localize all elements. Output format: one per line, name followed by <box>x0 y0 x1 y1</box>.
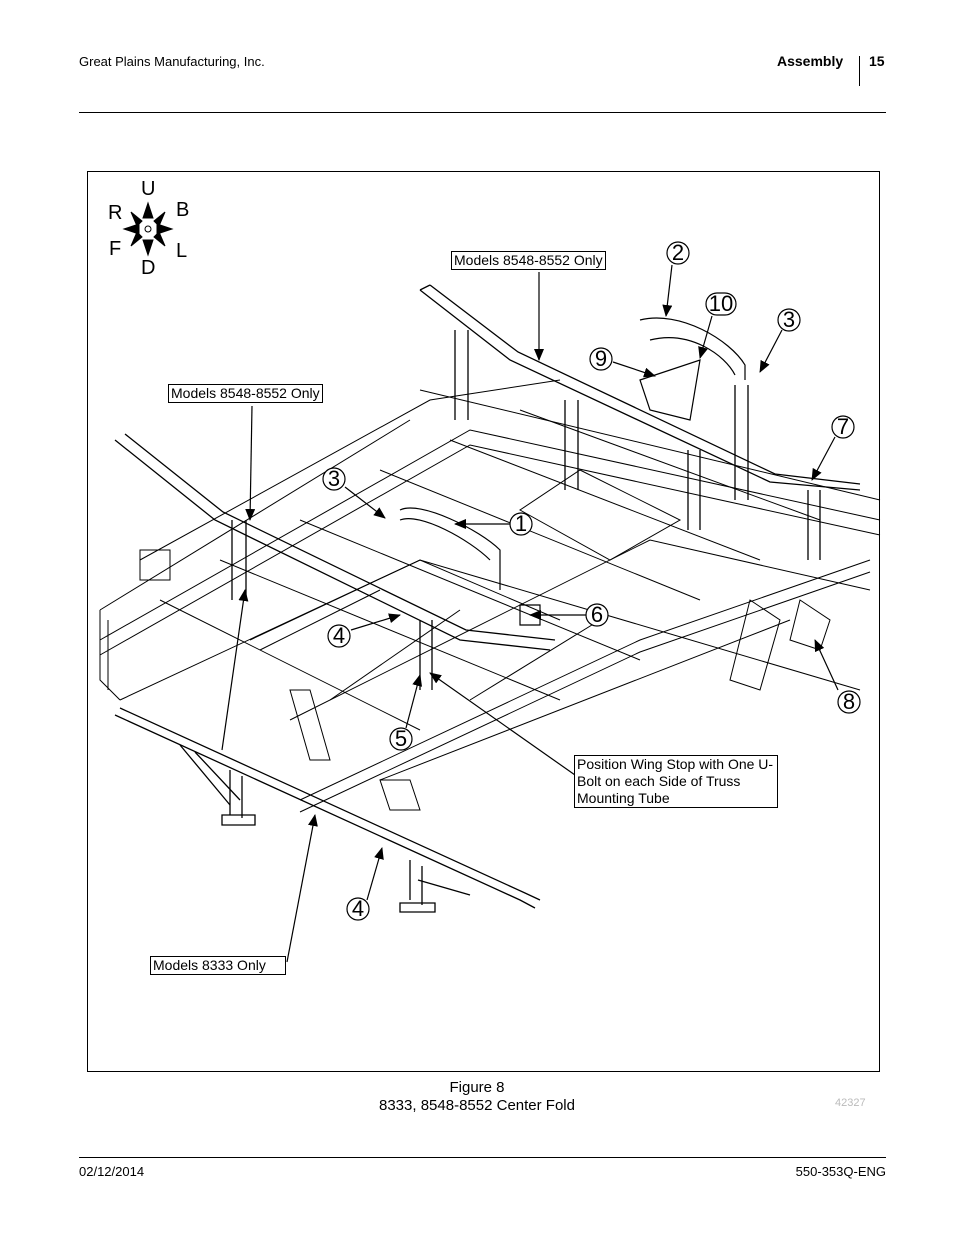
callout-6: 6 <box>590 602 604 627</box>
figure-caption-number: Figure 8 <box>449 1079 505 1096</box>
header-company: Great Plains Manufacturing, Inc. <box>79 54 265 69</box>
callout-3-right: 3 <box>782 307 796 332</box>
callout-4-upper: 4 <box>332 623 346 648</box>
compass-right-label: R <box>108 202 123 224</box>
callout-10: 10 <box>708 291 734 316</box>
figure-caption-title: 8333, 8548-8552 Center Fold <box>379 1097 575 1114</box>
header-section-title: Assembly <box>777 53 844 69</box>
header-rule <box>79 112 886 113</box>
models-8548-8552-label-left: Models 8548-8552 Only <box>168 384 323 403</box>
callout-5: 5 <box>394 726 408 751</box>
compass-up-label: U <box>141 178 156 200</box>
compass-down-label: D <box>141 257 156 279</box>
models-8548-8552-label-top: Models 8548-8552 Only <box>451 251 606 270</box>
page-number: 15 <box>869 53 885 69</box>
callout-9: 9 <box>594 346 608 371</box>
artwork-number: 42327 <box>835 1097 866 1109</box>
footer-doc-number: 550-353Q-ENG <box>795 1164 886 1179</box>
footer-rule <box>79 1157 886 1158</box>
callout-4-lower: 4 <box>351 896 365 921</box>
models-8333-label: Models 8333 Only <box>150 956 286 975</box>
compass-left-label: L <box>176 240 188 262</box>
compass-front-label: F <box>109 238 122 260</box>
footer-date: 02/12/2014 <box>79 1164 145 1179</box>
compass-back-label: B <box>176 199 190 221</box>
wing-stop-note: Position Wing Stop with One U-Bolt on ea… <box>574 755 778 808</box>
header-divider <box>859 56 860 86</box>
figure-frame <box>87 171 880 1072</box>
callout-3-left: 3 <box>327 466 341 491</box>
callout-7: 7 <box>836 414 850 439</box>
callout-1: 1 <box>514 511 528 536</box>
callout-8: 8 <box>842 689 856 714</box>
callout-2: 2 <box>671 240 685 265</box>
